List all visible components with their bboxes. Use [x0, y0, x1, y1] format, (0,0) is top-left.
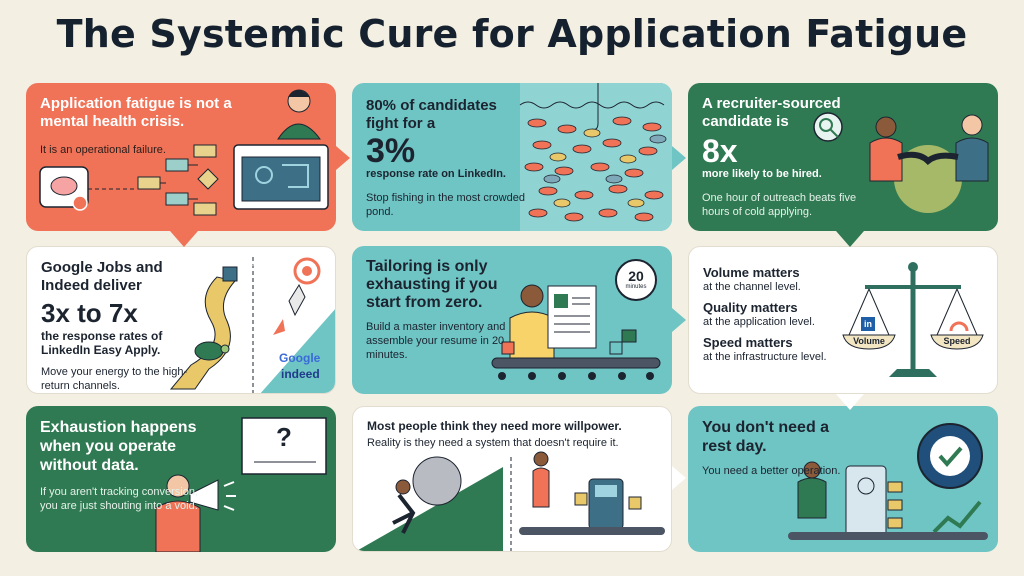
- indeed-logo-text: indeed: [281, 367, 320, 381]
- card-willpower-vs-system: Most people think they need more willpow…: [352, 406, 672, 552]
- card-body: Stop fishing in the most crowded pond.: [366, 192, 525, 218]
- card-body: Move your energy to the high-return chan…: [41, 366, 188, 392]
- stat-subtext: more likely to be hired.: [702, 168, 822, 180]
- megaphone-illustration: [155, 417, 327, 552]
- card-heading: Application fatigue is not a mental heal…: [40, 95, 232, 130]
- quality-text: at the application level.: [703, 316, 815, 328]
- card-master-inventory: Tailoring is only exhausting if you star…: [352, 246, 672, 394]
- arrow-down: [170, 231, 198, 247]
- card-without-data: Exhaustion happens when you operate with…: [26, 406, 336, 552]
- workflow-illustration: [39, 89, 329, 216]
- card-crowded-pond: 80% of candidates fight for a 3% respons…: [352, 83, 672, 231]
- arrow-down: [836, 394, 864, 410]
- card-high-return-channels: Google Jobs and Indeed deliver 3x to 7x …: [26, 246, 336, 394]
- card-body: If you aren't tracking conversion, you a…: [40, 486, 199, 512]
- gear-machine-illustration: [788, 423, 988, 540]
- arrow-down: [836, 231, 864, 247]
- speed-heading: Speed matters: [703, 335, 793, 350]
- card-balance-scale: Volume matters at the channel level. Qua…: [688, 246, 998, 394]
- arrow-right: [672, 308, 686, 332]
- card-operational-failure: Application fatigue is not a mental heal…: [26, 83, 336, 231]
- scale-illustration: [842, 262, 984, 377]
- timer-unit: minutes: [625, 284, 647, 290]
- handshake-illustration: [813, 112, 989, 213]
- fish-school-illustration: [519, 83, 672, 231]
- question-mark: ?: [276, 422, 292, 452]
- stat-3x-to-7x: 3x to 7x: [41, 298, 138, 328]
- rocket-turtle-illustration: [169, 257, 335, 393]
- card-heading: Most people think they need more willpow…: [367, 419, 622, 433]
- volume-text: at the channel level.: [703, 281, 801, 293]
- page-title: The Systemic Cure for Application Fatigu…: [56, 12, 968, 56]
- card-heading: You don't need a rest day.: [702, 419, 830, 455]
- card-better-operation: You don't need a rest day. You need a be…: [688, 406, 998, 552]
- card-heading: A recruiter-sourced candidate is: [702, 95, 841, 130]
- arrow-right: [672, 146, 686, 170]
- linkedin-logo-icon: in: [248, 262, 256, 271]
- card-body: Build a master inventory and assemble yo…: [366, 321, 506, 361]
- resume-assembly-illustration: [491, 259, 661, 380]
- card-body: Reality is they need a system that doesn…: [367, 437, 619, 449]
- stat-3-percent: 3%: [366, 132, 416, 170]
- card-body: You need a better operation.: [702, 465, 841, 477]
- pan-label-volume: Volume: [853, 336, 885, 346]
- volume-heading: Volume matters: [703, 265, 800, 280]
- boulder-vs-machine-illustration: [356, 451, 665, 551]
- quality-heading: Quality matters: [703, 300, 798, 315]
- arrow-right: [672, 466, 686, 490]
- stat-subtext: the response rates of LinkedIn Easy Appl…: [41, 329, 163, 357]
- card-heading: 80% of candidates fight for a: [366, 97, 497, 132]
- stat-subtext: response rate on LinkedIn.: [366, 168, 506, 180]
- card-recruiter-sourced: A recruiter-sourced candidate is 8x more…: [688, 83, 998, 231]
- pan-label-speed: Speed: [943, 336, 971, 346]
- card-heading: Exhaustion happens when you operate with…: [40, 419, 197, 474]
- card-heading: Tailoring is only exhausting if you star…: [366, 258, 498, 311]
- card-heading: Google Jobs and Indeed deliver: [41, 259, 163, 294]
- stat-8x: 8x: [702, 133, 738, 169]
- google-logo-text: Google: [279, 351, 321, 365]
- linkedin-logo-icon: in: [864, 319, 872, 329]
- speed-text: at the infrastructure level.: [703, 351, 827, 363]
- card-body: It is an operational failure.: [40, 144, 166, 156]
- card-body: One hour of outreach beats five hours of…: [702, 192, 857, 218]
- arrow-right: [336, 146, 350, 170]
- timer-number: 20: [628, 268, 644, 284]
